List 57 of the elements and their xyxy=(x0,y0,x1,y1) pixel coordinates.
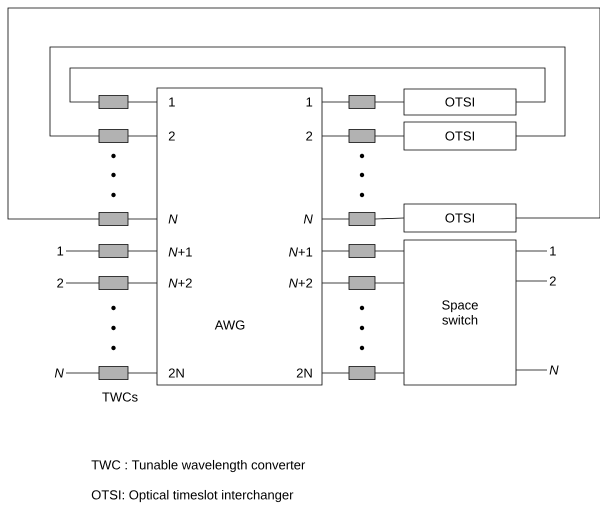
connector-line xyxy=(66,372,99,374)
port-number: N+2 xyxy=(289,278,312,288)
port-number: 2 xyxy=(168,131,175,141)
connector-line xyxy=(128,282,157,284)
port-number: 2 xyxy=(550,276,556,286)
port-number: 1 xyxy=(306,98,312,106)
otsi-box: OTSI xyxy=(404,88,516,116)
port-number: 2N xyxy=(168,368,184,378)
twc-box xyxy=(98,244,128,258)
connector-line xyxy=(516,280,548,282)
twc-box xyxy=(98,129,128,143)
connector-line xyxy=(375,372,404,374)
twc-box xyxy=(348,366,376,380)
connector-line xyxy=(50,46,566,136)
connector-line xyxy=(516,250,548,252)
port-number: 2 xyxy=(57,278,64,288)
connector-line xyxy=(128,372,157,374)
port-number: N xyxy=(550,366,559,374)
connector-line xyxy=(66,282,99,284)
twc-box xyxy=(348,95,376,109)
twc-box xyxy=(348,129,376,143)
connector-line xyxy=(322,250,349,252)
port-number: N xyxy=(54,368,64,378)
twc-box xyxy=(98,366,128,380)
twc-box xyxy=(348,244,376,258)
port-number: 2N xyxy=(296,368,312,378)
port-number: N+2 xyxy=(168,278,192,288)
connector-line xyxy=(322,282,349,284)
twc-box xyxy=(348,276,376,290)
port-number: 1 xyxy=(550,246,556,256)
connector-line xyxy=(322,218,349,220)
port-number: N xyxy=(304,214,313,224)
port-number: 1 xyxy=(58,246,64,256)
twc-box xyxy=(98,276,128,290)
port-number: N+1 xyxy=(289,248,312,256)
connector-line xyxy=(128,250,157,252)
port-number: N+1 xyxy=(168,248,192,256)
note-text: OTSI: Optical timeslot interchanger xyxy=(92,490,294,502)
connector-line xyxy=(375,218,404,220)
column-caption: TWCs xyxy=(102,392,138,402)
twc-box xyxy=(98,212,128,226)
note-text: TWC : Tunable wavelength converter xyxy=(92,460,306,472)
connector-line xyxy=(322,372,349,374)
space-switch-box: Space switch xyxy=(404,240,516,386)
port-number: 1 xyxy=(169,98,175,106)
connector-line xyxy=(375,250,404,252)
otsi-box: OTSI xyxy=(404,122,516,150)
otsi-box: OTSI xyxy=(404,204,516,232)
port-number: N xyxy=(168,214,178,224)
connector-line xyxy=(70,68,546,102)
twc-box xyxy=(98,95,128,109)
connector-line xyxy=(66,250,99,252)
connector-line xyxy=(8,8,600,220)
twc-box xyxy=(348,212,376,226)
connector-line xyxy=(128,218,157,220)
port-number: 2 xyxy=(306,131,312,141)
connector-line xyxy=(375,282,404,284)
